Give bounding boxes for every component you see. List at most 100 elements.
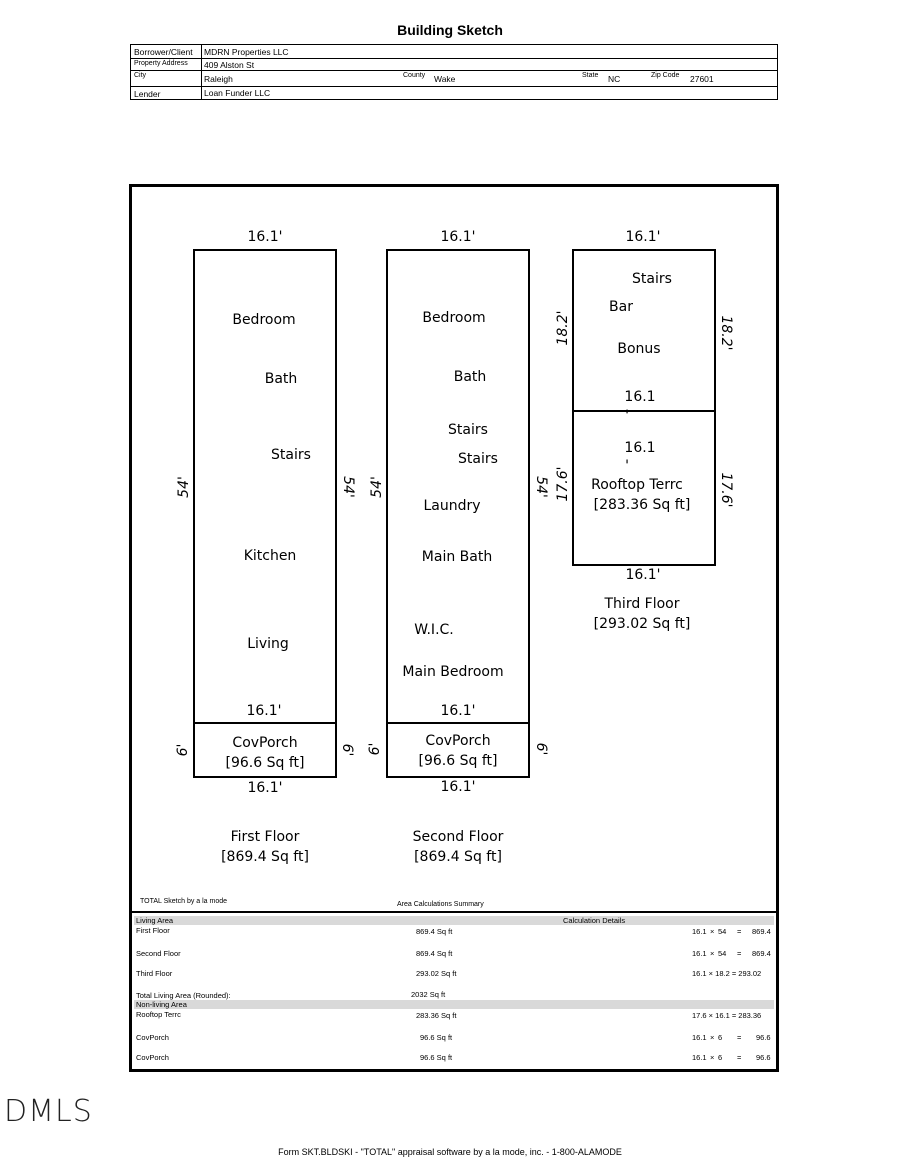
total-living-label: Total Living Area (Rounded): <box>136 991 231 1000</box>
second-floor-top-dimension: 16.1' <box>440 229 476 245</box>
first-floor-name: First Floor <box>230 829 300 845</box>
second-floor-name: Second Floor <box>412 829 504 845</box>
property-label: Property Address <box>134 60 188 67</box>
porch-left-dimension: 6' <box>367 742 383 756</box>
calc-times: × <box>710 1033 715 1042</box>
borrower-value: MDRN Properties LLC <box>204 47 289 57</box>
area-name: First Floor <box>136 926 170 935</box>
property-row: Property Address 409 Alston St <box>131 59 777 71</box>
second-floor-bottom-dimension: 16.1' <box>440 703 476 719</box>
zip-label: Zip Code <box>651 72 680 79</box>
summary-title: Area Calculations Summary <box>397 901 484 908</box>
area-name: Third Floor <box>136 969 173 978</box>
terrace-area: [283.36 Sq ft] <box>593 497 691 513</box>
second-floor-right-dimension: 54' <box>533 476 549 498</box>
room-label: Stairs <box>271 447 311 463</box>
room-label: Main Bedroom <box>402 664 504 680</box>
area-name: Second Floor <box>136 949 181 958</box>
rooftop-terrace-outline <box>572 410 716 566</box>
calc-result: 96.6 <box>756 1033 771 1042</box>
first-floor-area: [869.4 Sq ft] <box>221 849 309 865</box>
room-label: Bath <box>453 369 487 385</box>
header-divider <box>201 45 202 99</box>
county-label: County <box>403 72 426 79</box>
room-label: Kitchen <box>243 548 297 564</box>
calc-a: 16.1 <box>692 1033 707 1042</box>
room-label: Bedroom <box>422 310 486 326</box>
city-row: City Raleigh County Wake State NC Zip Co… <box>131 71 777 87</box>
calc-result: 96.6 <box>756 1053 771 1062</box>
area-name: CovPorch <box>136 1053 169 1062</box>
city-value: Raleigh <box>204 74 233 84</box>
third-floor-bottom-dimension: 16.1' <box>625 567 661 583</box>
property-value: 409 Alston St <box>204 60 255 70</box>
second-floor-left-dimension: 54' <box>369 476 385 498</box>
sketch-credit: TOTAL Sketch by a la mode <box>140 898 228 905</box>
borrower-row: Borrower/Client MDRN Properties LLC <box>131 45 777 59</box>
county-value: Wake <box>434 74 456 84</box>
first-floor-right-dimension: 54' <box>340 476 356 498</box>
third-floor-area: [293.02 Sq ft] <box>593 616 691 632</box>
calc-detail: 17.6 × 16.1 = 283.36 <box>692 1011 762 1020</box>
second-floor-porch-outline <box>386 722 530 778</box>
calc-result: 869.4 <box>752 949 771 958</box>
calc-b: 54 <box>718 927 727 936</box>
second-floor-area: [869.4 Sq ft] <box>414 849 502 865</box>
area-value: 96.6 Sq ft <box>420 1033 453 1042</box>
dimension-tick: ' <box>625 408 629 424</box>
area-value: 869.4 Sq ft <box>416 949 453 958</box>
calc-a: 16.1 <box>692 1053 707 1062</box>
calc-b: 54 <box>718 949 727 958</box>
porch-left-dimension: 6' <box>175 743 191 757</box>
area-name: Rooftop Terrc <box>136 1010 181 1019</box>
terrace-label: Rooftop Terrc <box>591 477 683 493</box>
room-label: W.I.C. <box>414 622 454 638</box>
porch-area: [96.6 Sq ft] <box>418 753 498 769</box>
porch-right-dimension: 6' <box>339 743 355 757</box>
calc-times: × <box>710 949 715 958</box>
area-value: 96.6 Sq ft <box>420 1053 453 1062</box>
calc-equals: = <box>737 1033 742 1042</box>
room-label: Bath <box>264 371 298 387</box>
living-area-label: Living Area <box>136 916 174 925</box>
terrace-right-dimension: 17.6' <box>718 472 734 508</box>
terrace-top-dimension: 16.1 <box>624 440 656 456</box>
room-label: Laundry <box>423 498 481 514</box>
calc-b: 6 <box>718 1053 723 1062</box>
area-value: 293.02 Sq ft <box>416 969 457 978</box>
property-info-header: Borrower/Client MDRN Properties LLC Prop… <box>130 44 778 100</box>
city-label: City <box>134 72 147 79</box>
porch-label: CovPorch <box>425 733 491 749</box>
bonus-bottom-dimension: 16.1 <box>624 389 656 405</box>
nonliving-header-band <box>134 1000 774 1009</box>
first-floor-top-dimension: 16.1' <box>247 229 283 245</box>
nonliving-label: Non-living Area <box>136 1000 187 1009</box>
state-label: State <box>582 72 599 79</box>
calc-a: 16.1 <box>692 927 707 936</box>
area-calculations-table: Living Area Calculation Details First Fl… <box>132 911 776 1071</box>
state-value: NC <box>608 74 621 84</box>
porch-bottom-dimension: 16.1' <box>247 780 283 796</box>
porch-area: [96.6 Sq ft] <box>225 755 305 771</box>
calc-equals: = <box>737 1053 742 1062</box>
room-label: Bar <box>609 299 633 315</box>
first-floor-bottom-dimension: 16.1' <box>246 703 282 719</box>
porch-label: CovPorch <box>232 735 298 751</box>
room-label: Bedroom <box>232 312 296 328</box>
dimension-tick: ' <box>625 458 629 474</box>
calc-b: 6 <box>718 1033 723 1042</box>
area-value: 283.36 Sq ft <box>416 1011 457 1020</box>
document-title: Building Sketch <box>397 22 503 38</box>
area-name: CovPorch <box>136 1033 169 1042</box>
room-label: Stairs <box>632 271 672 287</box>
third-floor-name: Third Floor <box>604 596 680 612</box>
calc-equals: = <box>737 927 742 936</box>
lender-value: Loan Funder LLC <box>204 88 271 98</box>
calc-a: 16.1 <box>692 949 707 958</box>
third-floor-top-dimension: 16.1' <box>625 229 661 245</box>
room-label: Main Bath <box>421 549 493 565</box>
porch-right-dimension: 6' <box>533 742 549 756</box>
lender-row: Lender Loan Funder LLC <box>131 87 777 101</box>
dmls-watermark: DMLS <box>4 1094 93 1129</box>
lender-label: Lender <box>134 89 161 99</box>
